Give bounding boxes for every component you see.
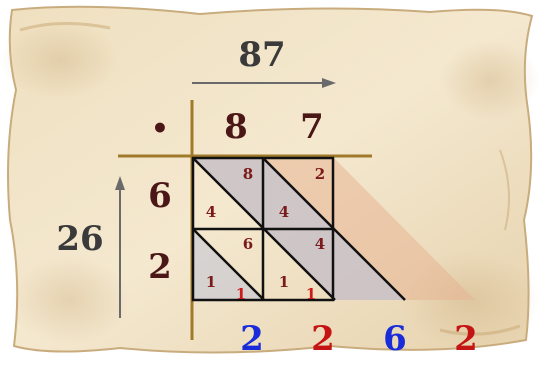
carry-1: 1 [236,285,246,303]
cell-2-2-tens: 1 [279,273,289,291]
corner-dot: • [151,112,169,145]
cell-1-1-tens: 4 [206,203,216,221]
result-digit-1: 2 [240,319,264,359]
top-factor-label: 87 [238,35,285,75]
left-digit-1: 6 [148,176,172,216]
top-digit-2: 7 [300,107,324,147]
carry-2: 1 [306,285,316,303]
top-digit-1: 8 [224,107,248,147]
cell-2-1-units: 6 [243,235,253,253]
cell-1-2-tens: 4 [279,203,289,221]
result-digit-4: 2 [454,319,478,359]
result-digit-2: 2 [311,319,335,359]
cell-2-1-tens: 1 [206,273,216,291]
cell-1-2-units: 2 [315,165,325,183]
cell-2-2-units: 4 [315,235,325,253]
left-factor-label: 26 [56,219,103,259]
cell-1-1-units: 8 [243,165,253,183]
result-digit-3: 6 [383,319,407,359]
left-digit-2: 2 [148,247,172,287]
